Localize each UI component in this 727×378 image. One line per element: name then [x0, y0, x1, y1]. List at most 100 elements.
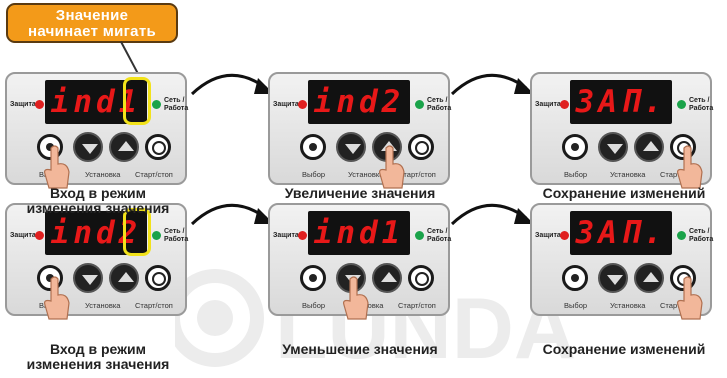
finger-icon	[343, 276, 369, 320]
up-button[interactable]	[634, 263, 664, 293]
protection-led	[35, 231, 44, 240]
down-arrow-icon	[82, 144, 98, 154]
down-button[interactable]	[598, 132, 628, 162]
segment-display: ind2	[45, 211, 147, 255]
finger-icon	[379, 145, 405, 189]
flow-arrow-4	[450, 204, 534, 226]
protection-led	[298, 231, 307, 240]
finger-icon	[677, 276, 703, 320]
startstop-button[interactable]	[408, 265, 434, 291]
network-led	[415, 100, 424, 109]
step-caption: Сохранение изменений	[542, 341, 706, 357]
segment-display: ind1	[308, 211, 410, 255]
flow-arrow-2	[450, 74, 534, 96]
protection-led	[298, 100, 307, 109]
startstop-button[interactable]	[145, 134, 171, 160]
select-button[interactable]	[300, 265, 326, 291]
up-button[interactable]	[634, 132, 664, 162]
select-button[interactable]	[562, 134, 588, 160]
blink-callout: Значение начинает мигать	[6, 3, 178, 43]
down-arrow-icon	[345, 144, 361, 154]
startstop-button[interactable]	[670, 134, 696, 160]
segment-display: ind1	[45, 80, 147, 124]
segment-display: 3AП.	[570, 211, 672, 255]
select-label: Выбор	[302, 170, 326, 179]
blink-highlight	[123, 77, 151, 125]
protection-label: Защита	[10, 101, 36, 108]
select-button[interactable]	[37, 265, 63, 291]
display-value: 3AП.	[575, 215, 667, 251]
down-button[interactable]	[336, 132, 366, 162]
select-label: Выбор	[564, 301, 588, 310]
setup-label: Установка	[610, 301, 646, 310]
callout-line-2: начинает мигать	[28, 23, 156, 40]
select-label: Выбор	[564, 170, 588, 179]
setup-label: Установка	[348, 170, 384, 179]
network-led	[677, 100, 686, 109]
finger-icon	[677, 145, 703, 189]
control-panel: Защита ind2 Сеть /Работа Выбор Установка…	[268, 72, 451, 189]
startstop-label: Старт/стоп	[398, 170, 436, 179]
down-arrow-icon	[607, 144, 623, 154]
display-value: ind2	[313, 84, 405, 120]
protection-label: Защита	[273, 232, 299, 239]
network-label: Сеть /Работа	[164, 228, 189, 243]
callout-line-1: Значение	[55, 7, 129, 24]
up-arrow-icon	[643, 272, 659, 282]
up-arrow-icon	[118, 141, 134, 151]
control-panel: Защита ind2 Сеть /Работа Выбор Установка…	[5, 203, 189, 320]
down-button[interactable]	[73, 132, 103, 162]
network-led	[677, 231, 686, 240]
startstop-label: Старт/стоп	[135, 170, 173, 179]
network-label: Сеть /Работа	[427, 228, 452, 243]
control-panel: Защита 3AП. Сеть /Работа Выбор Установка…	[530, 72, 713, 189]
control-panel: Защита 3AП. Сеть /Работа Выбор Установка…	[530, 203, 714, 320]
protection-led	[560, 100, 569, 109]
startstop-label: Старт/стоп	[398, 301, 436, 310]
step-caption: Уменьшение значения	[282, 341, 438, 357]
protection-led	[560, 231, 569, 240]
down-arrow-icon	[82, 275, 98, 285]
up-button[interactable]	[109, 132, 139, 162]
display-value: ind1	[313, 215, 405, 251]
startstop-label: Старт/стоп	[135, 301, 173, 310]
segment-display: 3AП.	[570, 80, 672, 124]
select-button[interactable]	[37, 134, 63, 160]
display-value: 3AП.	[575, 84, 667, 120]
setup-label: Установка	[85, 301, 121, 310]
protection-label: Защита	[535, 101, 561, 108]
protection-label: Защита	[273, 101, 299, 108]
down-button[interactable]	[73, 263, 103, 293]
network-label: Сеть /Работа	[689, 228, 714, 243]
step-caption: Сохранение изменений	[542, 185, 706, 201]
protection-label: Защита	[535, 232, 561, 239]
network-label: Сеть /Работа	[164, 97, 189, 112]
down-arrow-icon	[607, 275, 623, 285]
step-caption: Увеличение значения	[284, 185, 436, 201]
select-button[interactable]	[300, 134, 326, 160]
select-button[interactable]	[562, 265, 588, 291]
control-panel: Защита ind1 Сеть /Работа Выбор Установка…	[5, 72, 189, 189]
finger-icon	[44, 145, 70, 189]
protection-label: Защита	[10, 232, 36, 239]
blink-highlight	[123, 208, 151, 256]
up-button[interactable]	[109, 263, 139, 293]
flow-arrow-1	[190, 74, 274, 96]
protection-led	[35, 100, 44, 109]
control-panel: Защита ind1 Сеть /Работа Выбор Установка…	[268, 203, 452, 320]
display-value: ind1	[50, 84, 142, 120]
startstop-button[interactable]	[145, 265, 171, 291]
setup-label: Установка	[610, 170, 646, 179]
up-arrow-icon	[381, 272, 397, 282]
network-led	[415, 231, 424, 240]
up-arrow-icon	[118, 272, 134, 282]
up-button[interactable]	[372, 263, 402, 293]
display-value: ind2	[50, 215, 142, 251]
network-led	[152, 231, 161, 240]
startstop-button[interactable]	[408, 134, 434, 160]
down-button[interactable]	[598, 263, 628, 293]
select-label: Выбор	[302, 301, 326, 310]
callout-pointer	[120, 41, 140, 76]
